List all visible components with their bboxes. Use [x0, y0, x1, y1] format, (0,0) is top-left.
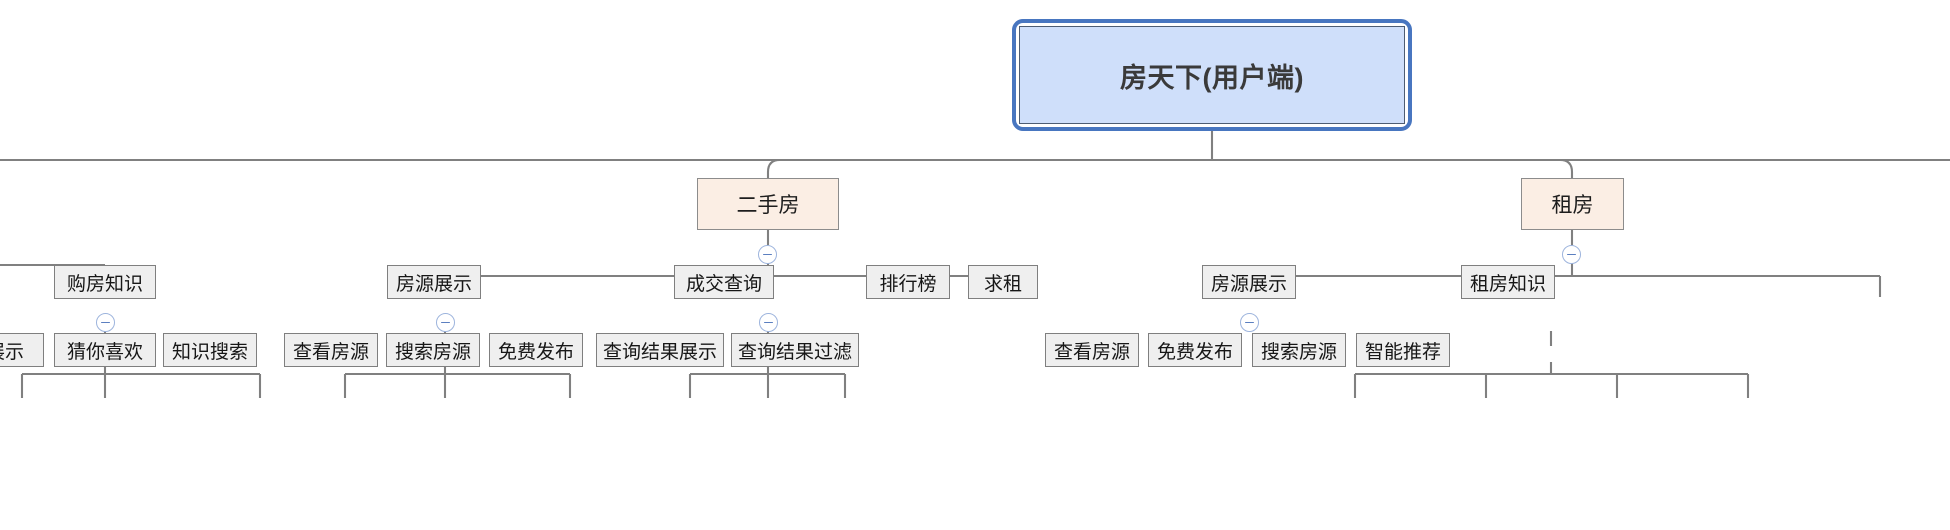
- node-paihangbang[interactable]: 排行榜: [866, 265, 950, 299]
- node-fangyuanzhanshi-zufang[interactable]: 房源展示: [1202, 265, 1296, 299]
- collapse-toggle-fangyuanzhanshi-zufang[interactable]: [1240, 313, 1259, 332]
- minus-icon: [101, 321, 110, 324]
- collapse-toggle-zufang[interactable]: [1562, 245, 1581, 264]
- node-qiuzu[interactable]: 求租: [968, 265, 1038, 299]
- node-fangyuanzhanshi-ershoufang[interactable]: 房源展示: [387, 265, 481, 299]
- node-chakanfangyuan-ershoufang[interactable]: 查看房源: [284, 333, 378, 367]
- node-chengjiaochaxun[interactable]: 成交查询: [674, 265, 774, 299]
- node-zhishisousuo[interactable]: 知识搜索: [163, 333, 257, 367]
- node-chaxunjieguozhanshi[interactable]: 查询结果展示: [596, 333, 724, 367]
- node-ershoufang[interactable]: 二手房: [697, 178, 839, 230]
- minus-icon: [1567, 253, 1576, 256]
- node-chaxunjieguoguolv[interactable]: 查询结果过滤: [731, 333, 859, 367]
- node-mianfeifabu-ershoufang[interactable]: 免费发布: [489, 333, 583, 367]
- collapse-toggle-chengjiaochaxun[interactable]: [759, 313, 778, 332]
- node-chakanfangyuan-zufang[interactable]: 查看房源: [1045, 333, 1139, 367]
- node-sousuofangyuan-zufang[interactable]: 搜索房源: [1252, 333, 1346, 367]
- node-sousuofangyuan-ershoufang[interactable]: 搜索房源: [386, 333, 480, 367]
- minus-icon: [1245, 321, 1254, 324]
- minus-icon: [764, 321, 773, 324]
- node-zufang[interactable]: 租房: [1521, 178, 1624, 230]
- collapse-toggle-fangyuanzhanshi-ershoufang[interactable]: [436, 313, 455, 332]
- root-selection-outline: [1012, 19, 1412, 131]
- node-mianfeifabu-zufang[interactable]: 免费发布: [1148, 333, 1242, 367]
- node-zufangzhishi[interactable]: 租房知识: [1461, 265, 1555, 299]
- node-cainixihuan[interactable]: 猜你喜欢: [54, 333, 156, 367]
- minus-icon: [763, 253, 772, 256]
- node-goufangzhishi[interactable]: 购房知识: [54, 265, 156, 299]
- collapse-toggle-ershoufang[interactable]: [758, 245, 777, 264]
- minus-icon: [441, 321, 450, 324]
- node-zhanshi[interactable]: 展示: [0, 333, 44, 367]
- node-root[interactable]: 房天下(用户端): [1019, 26, 1405, 124]
- collapse-toggle-goufangzhishi[interactable]: [96, 313, 115, 332]
- node-zhinengtuijian[interactable]: 智能推荐: [1356, 333, 1450, 367]
